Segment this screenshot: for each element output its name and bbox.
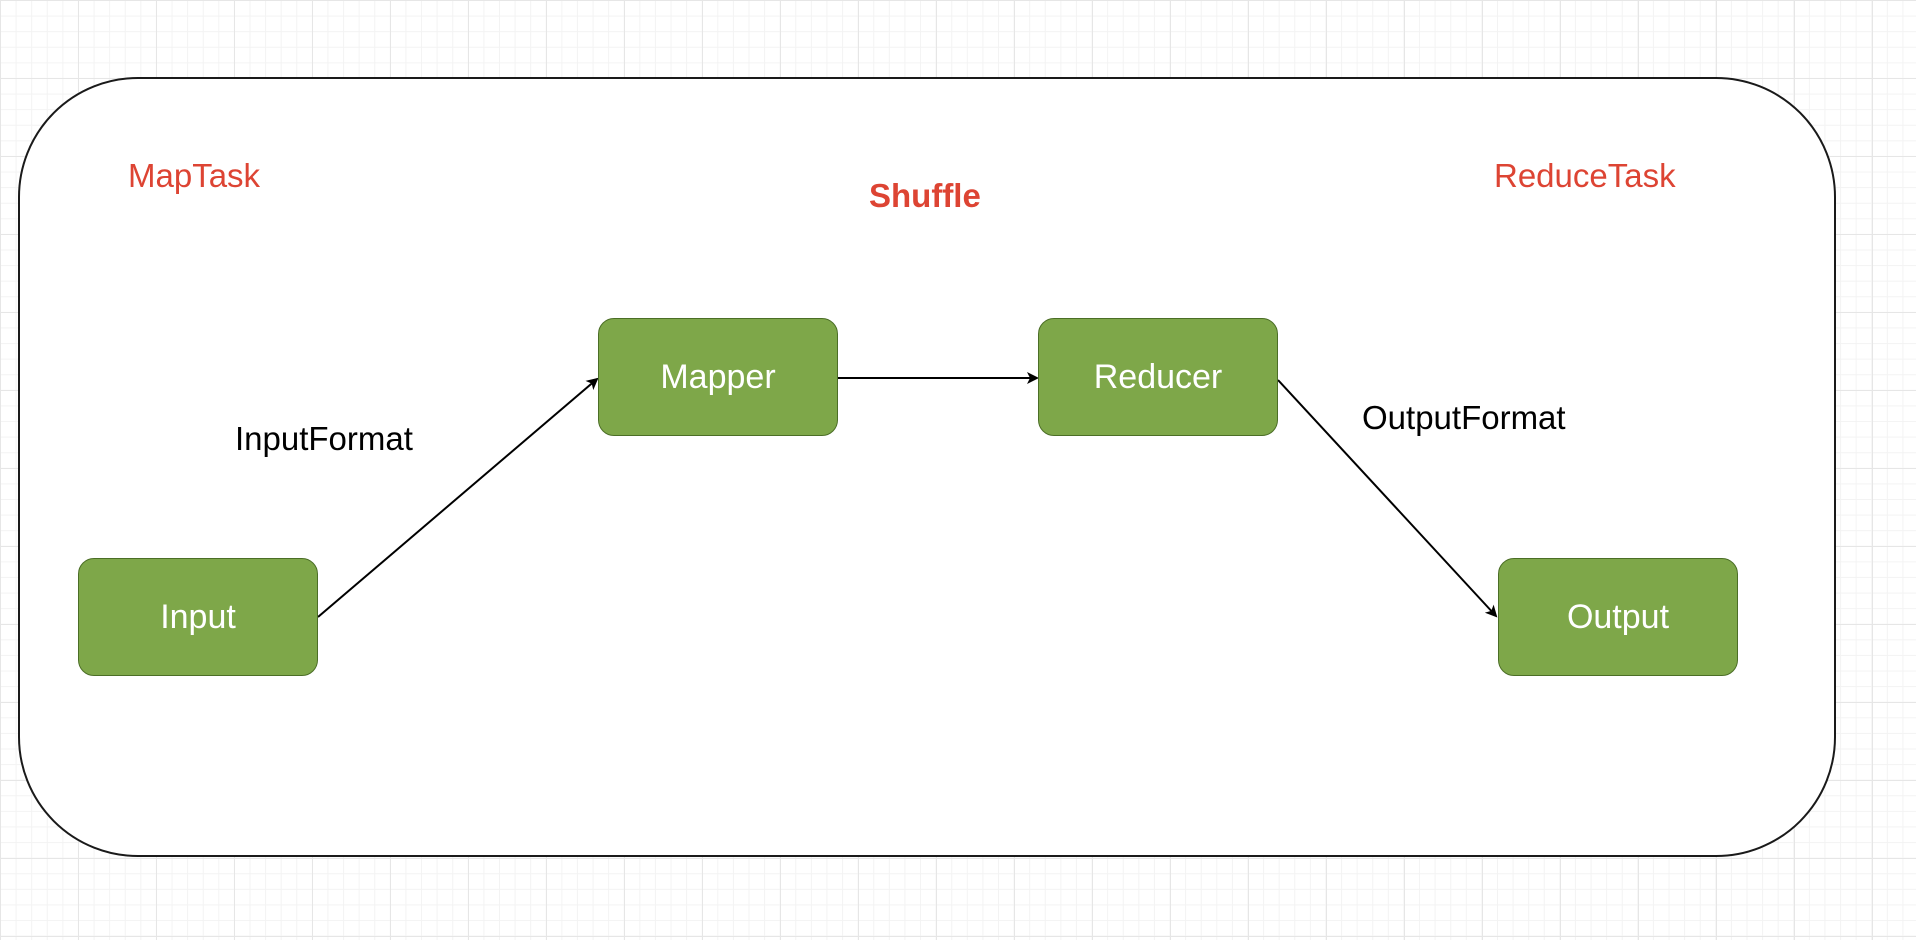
reducer-node[interactable]: Reducer bbox=[1038, 318, 1278, 436]
reducetask-label: ReduceTask bbox=[1494, 157, 1676, 194]
input-node[interactable]: Input bbox=[78, 558, 318, 676]
inputformat-label: InputFormat bbox=[235, 420, 413, 457]
mapper-node-label: Mapper bbox=[660, 357, 776, 396]
output-node-label: Output bbox=[1566, 597, 1670, 636]
mapper-node[interactable]: Mapper bbox=[598, 318, 838, 436]
outputformat-label: OutputFormat bbox=[1362, 399, 1566, 436]
shuffle-label: Shuffle bbox=[869, 177, 981, 214]
maptask-label: MapTask bbox=[128, 157, 261, 194]
output-node[interactable]: Output bbox=[1498, 558, 1738, 676]
input-node-label: Input bbox=[160, 597, 236, 636]
reducer-node-label: Reducer bbox=[1093, 357, 1223, 396]
